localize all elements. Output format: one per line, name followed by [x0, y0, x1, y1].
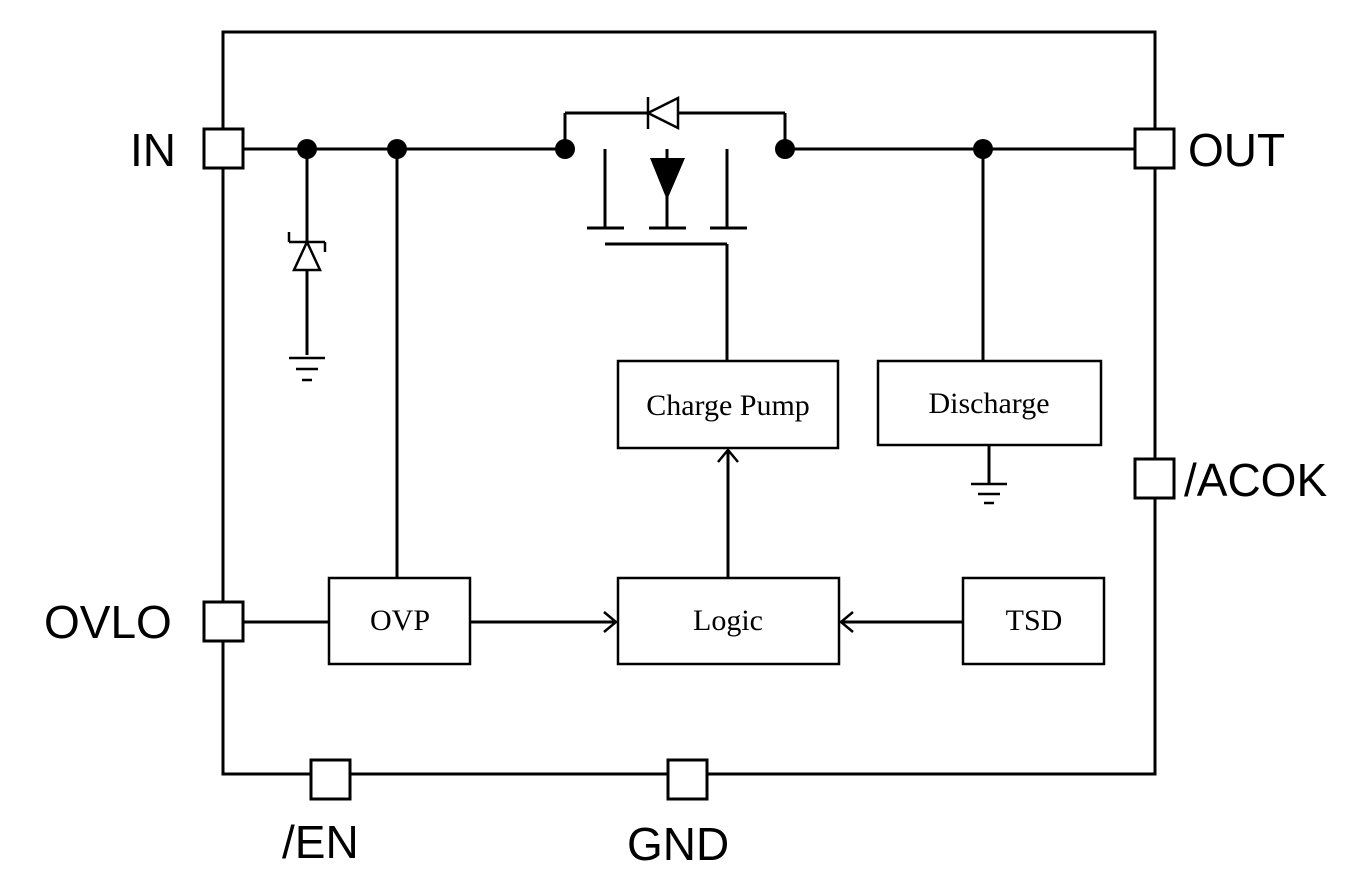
pin-out [1133, 127, 1176, 170]
pin-label-out: OUT [1188, 124, 1285, 176]
charge-pump-label: Charge Pump [646, 389, 810, 422]
pin-label-in: IN [130, 124, 176, 176]
arrowhead-icon [717, 448, 739, 463]
tsd-label: TSD [1006, 604, 1063, 637]
pin-acok [1133, 457, 1176, 500]
discharge-block [876, 359, 1103, 447]
zener-diode-icon [287, 149, 327, 355]
pin-gnd [666, 758, 709, 801]
body-diode-icon [563, 95, 787, 149]
pin-label-acok: /ACOK [1184, 454, 1327, 506]
discharge-label: Discharge [928, 387, 1049, 420]
pin-en [309, 758, 352, 801]
pin-label-gnd: GND [627, 818, 729, 870]
logic-label: Logic [693, 604, 763, 637]
mosfet-switch-icon [587, 149, 747, 361]
pin-ovlo [202, 600, 245, 643]
ground-icon [289, 356, 325, 382]
pin-label-en: /EN [282, 816, 359, 868]
pin-label-ovlo: OVLO [44, 596, 172, 648]
charge-pump-block [616, 359, 840, 450]
arrowhead-icon [839, 611, 854, 633]
tsd-block [961, 576, 1106, 666]
ovp-label: OVP [370, 604, 430, 637]
ground-icon [971, 482, 1007, 505]
logic-block [616, 576, 841, 666]
pin-in [202, 127, 245, 170]
arrowhead-icon [603, 611, 618, 633]
